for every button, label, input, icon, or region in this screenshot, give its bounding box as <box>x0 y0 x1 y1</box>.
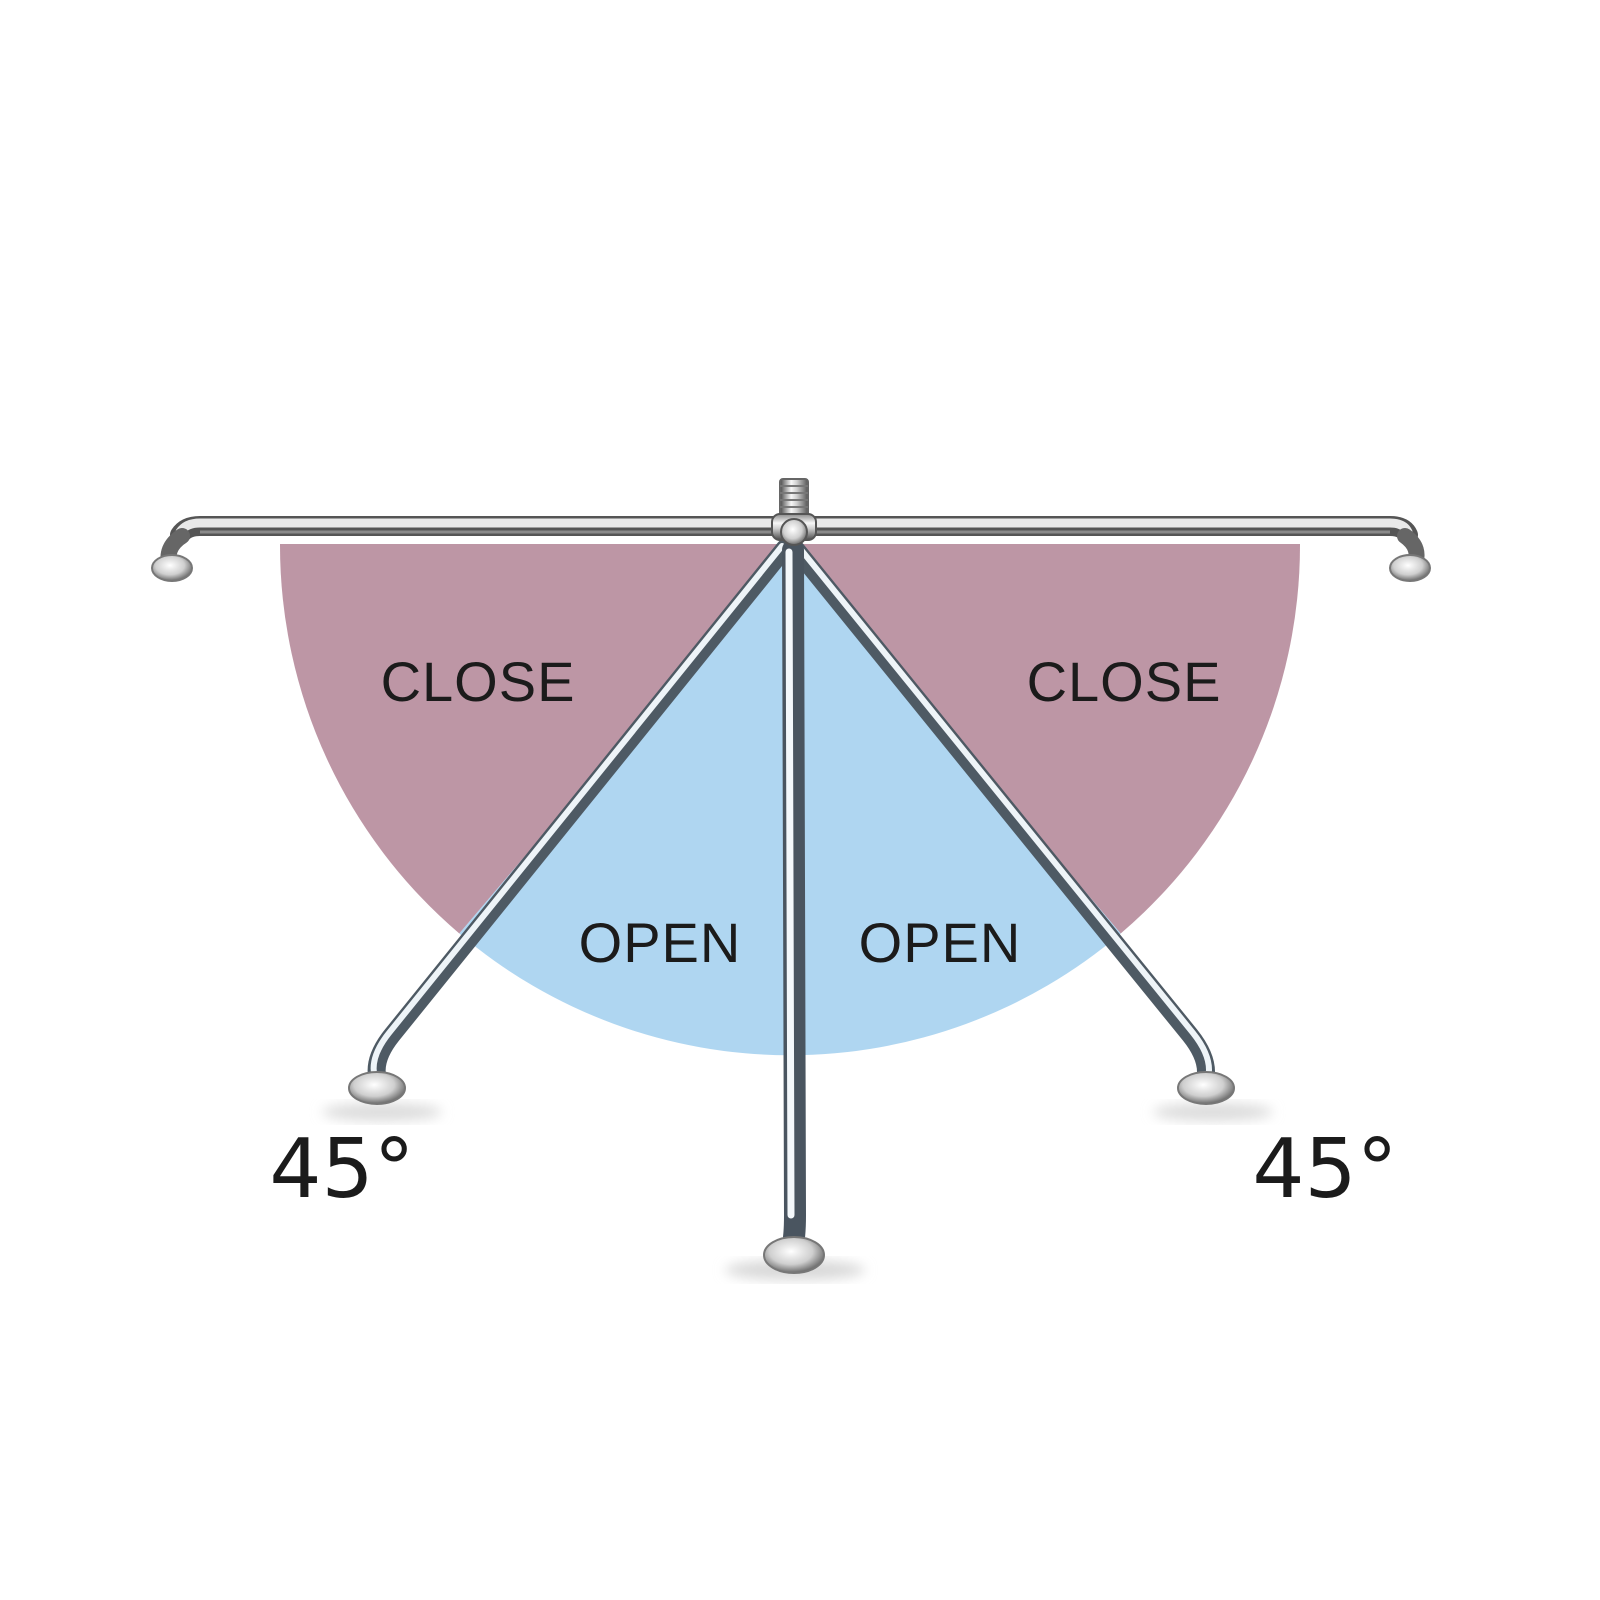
bar-foot-left <box>151 528 193 582</box>
leg-right <box>786 539 1235 1105</box>
angle-label-right: 45° <box>1252 1122 1398 1217</box>
center-hub <box>771 478 817 546</box>
close-label-right: CLOSE <box>1026 650 1222 713</box>
angle-label-left: 45° <box>269 1122 415 1217</box>
leg-center <box>763 539 825 1274</box>
leg-left <box>348 539 794 1105</box>
close-zone-right <box>790 544 1301 934</box>
close-label-left: CLOSE <box>380 650 576 713</box>
open-label-left: OPEN <box>578 911 742 974</box>
shadow-right-foot <box>1153 1103 1273 1121</box>
bar-foot-right <box>1389 528 1431 582</box>
close-zone-left <box>279 544 790 934</box>
open-label-right: OPEN <box>858 911 1022 974</box>
shadow-left-foot <box>322 1103 442 1121</box>
